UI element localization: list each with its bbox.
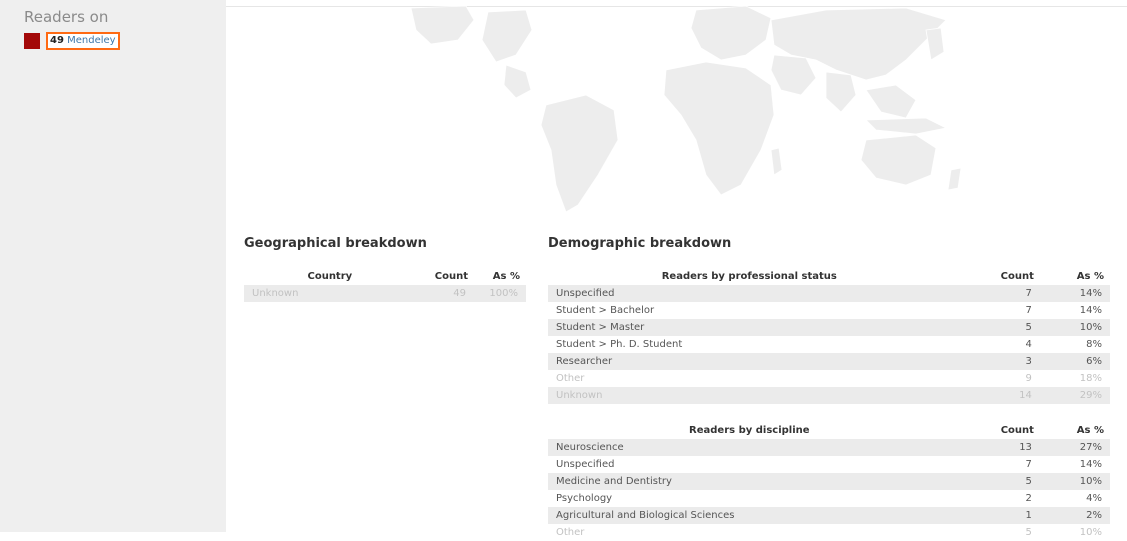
status-count: 5 xyxy=(950,319,1040,336)
discipline-name: Agricultural and Biological Sciences xyxy=(548,507,951,524)
map-caribbean xyxy=(503,64,532,99)
status-name: Unspecified xyxy=(548,285,951,302)
mendeley-color-swatch xyxy=(24,33,40,49)
table-row: Agricultural and Biological Sciences 1 2… xyxy=(548,507,1110,524)
table-row: Researcher 3 6% xyxy=(548,353,1110,370)
discipline-name: Medicine and Dentistry xyxy=(548,473,951,490)
map-madagascar xyxy=(770,147,783,176)
discipline-pct: 10% xyxy=(1079,527,1102,538)
status-pct: 8% xyxy=(1086,339,1102,350)
status-name: Unknown xyxy=(548,387,951,404)
mendeley-row: 49 Mendeley xyxy=(24,32,120,50)
status-pct: 6% xyxy=(1039,353,1110,370)
geo-col-country: Country xyxy=(307,271,353,282)
discipline-pct: 14% xyxy=(1079,459,1102,470)
status-name: Student > Master xyxy=(548,319,951,336)
status-col-pct: As % xyxy=(1076,271,1104,282)
discipline-name: Other xyxy=(556,527,585,538)
discipline-name: Psychology xyxy=(556,493,613,504)
status-col-name: Readers by professional status xyxy=(661,271,837,282)
status-count: 7 xyxy=(1025,305,1032,316)
table-row: Neuroscience 13 27% xyxy=(548,439,1110,456)
map-asia xyxy=(770,7,947,81)
discipline-pct: 2% xyxy=(1039,507,1110,524)
table-row: Other 5 10% xyxy=(548,524,1110,541)
map-indonesia xyxy=(865,117,948,135)
status-count: 7 xyxy=(950,285,1040,302)
status-header-row: Readers by professional status Count As … xyxy=(548,268,1110,285)
map-europe xyxy=(690,5,772,61)
table-row: Other 9 18% xyxy=(548,370,1110,387)
discipline-col-name: Readers by discipline xyxy=(689,425,810,436)
map-india xyxy=(825,71,857,113)
discipline-pct: 27% xyxy=(1039,439,1110,456)
status-pct: 14% xyxy=(1039,285,1110,302)
status-name: Student > Bachelor xyxy=(556,305,655,316)
discipline-count: 1 xyxy=(950,507,1040,524)
table-row: Unknown 49 100% xyxy=(244,285,526,302)
discipline-name: Neuroscience xyxy=(548,439,951,456)
table-row: Student > Master 5 10% xyxy=(548,319,1110,336)
geo-row-pct: 100% xyxy=(474,285,526,302)
geo-col-pct: As % xyxy=(492,271,520,282)
discipline-count: 13 xyxy=(950,439,1040,456)
status-name: Student > Ph. D. Student xyxy=(556,339,683,350)
discipline-header-row: Readers by discipline Count As % xyxy=(548,422,1110,439)
professional-status-table: Readers by professional status Count As … xyxy=(548,268,1110,404)
status-pct: 29% xyxy=(1039,387,1110,404)
table-row: Unknown 14 29% xyxy=(548,387,1110,404)
world-map xyxy=(410,5,962,213)
discipline-pct: 4% xyxy=(1086,493,1102,504)
map-southeast-asia xyxy=(865,84,917,119)
map-south-america xyxy=(540,94,619,213)
map-japan xyxy=(925,27,945,61)
map-north-atlantic-land xyxy=(481,9,533,63)
discipline-count: 5 xyxy=(1025,527,1032,538)
status-count: 14 xyxy=(950,387,1040,404)
readers-on-title: Readers on xyxy=(24,8,109,26)
status-count: 4 xyxy=(1025,339,1032,350)
table-row: Unspecified 7 14% xyxy=(548,456,1110,473)
discipline-count: 2 xyxy=(1025,493,1032,504)
discipline-name: Unspecified xyxy=(556,459,615,470)
status-pct: 10% xyxy=(1039,319,1110,336)
discipline-count: 7 xyxy=(1025,459,1032,470)
map-greenland xyxy=(410,5,475,45)
geo-header-row: Country Count As % xyxy=(244,268,526,285)
discipline-col-count: Count xyxy=(1000,425,1034,436)
status-pct: 14% xyxy=(1079,305,1102,316)
mendeley-link[interactable]: 49 Mendeley xyxy=(46,32,120,50)
status-count: 3 xyxy=(950,353,1040,370)
geo-heading: Geographical breakdown xyxy=(244,236,427,251)
map-new-zealand xyxy=(947,167,962,191)
geo-col-count: Count xyxy=(434,271,469,282)
status-name: Other xyxy=(556,373,585,384)
geo-row-count: 49 xyxy=(415,285,475,302)
status-col-count: Count xyxy=(1000,271,1034,282)
demo-heading: Demographic breakdown xyxy=(548,236,732,251)
sidebar: Readers on 49 Mendeley xyxy=(0,0,226,532)
table-row: Student > Ph. D. Student 4 8% xyxy=(548,336,1110,353)
mendeley-count: 49 xyxy=(50,35,64,46)
discipline-count: 5 xyxy=(950,473,1040,490)
map-australia xyxy=(860,134,937,186)
geo-table: Country Count As % Unknown 49 100% xyxy=(244,268,526,302)
discipline-table: Readers by discipline Count As % Neurosc… xyxy=(548,422,1110,541)
top-divider xyxy=(226,6,1127,7)
table-row: Unspecified 7 14% xyxy=(548,285,1110,302)
discipline-pct: 10% xyxy=(1039,473,1110,490)
table-row: Student > Bachelor 7 14% xyxy=(548,302,1110,319)
status-pct: 18% xyxy=(1079,373,1102,384)
table-row: Medicine and Dentistry 5 10% xyxy=(548,473,1110,490)
map-arabia xyxy=(770,54,817,96)
geo-row-country: Unknown xyxy=(244,285,416,302)
status-count: 9 xyxy=(1025,373,1032,384)
mendeley-label: Mendeley xyxy=(67,35,116,46)
discipline-col-pct: As % xyxy=(1076,425,1104,436)
status-name: Researcher xyxy=(548,353,951,370)
map-africa xyxy=(663,61,775,196)
table-row: Psychology 2 4% xyxy=(548,490,1110,507)
